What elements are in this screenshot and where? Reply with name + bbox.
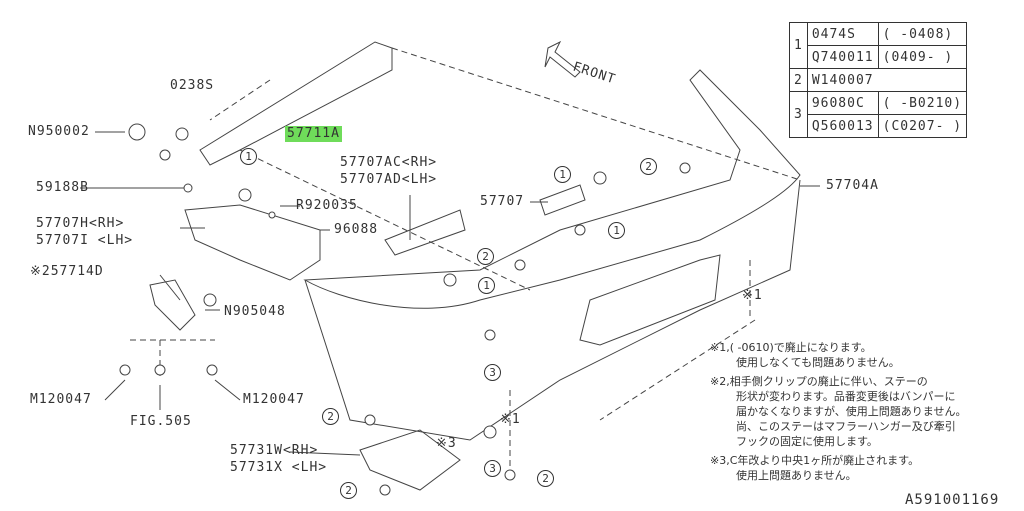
part-57707[interactable]: 57707 (480, 194, 525, 209)
part-r920035[interactable]: R920035 (296, 198, 358, 213)
part-m120047-right[interactable]: M120047 (243, 392, 305, 407)
callout-2[interactable]: 2 (477, 248, 494, 265)
legend-num: 1 (794, 38, 803, 53)
part-0238s[interactable]: 0238S (170, 78, 215, 93)
part-n905048[interactable]: N905048 (224, 304, 286, 319)
legend-part: 0474S (806, 22, 879, 46)
callout-3[interactable]: 3 (484, 460, 501, 477)
legend-range: (0409- ) (877, 45, 968, 69)
part-96088[interactable]: 96088 (334, 222, 379, 237)
legend-range: ( -0408) (877, 22, 968, 46)
callout-3[interactable]: 3 (484, 364, 501, 381)
note-2-line: 届かなくなりますが、使用上問題ありません。 (736, 405, 967, 418)
legend-range: (C0207- ) (877, 114, 968, 138)
part-57704a[interactable]: 57704A (826, 178, 879, 193)
part-57707ac[interactable]: 57707AC<RH> (340, 155, 438, 170)
part-57707h[interactable]: 57707H<RH> (36, 216, 125, 231)
callout-2[interactable]: 2 (537, 470, 554, 487)
callout-1[interactable]: 1 (554, 166, 571, 183)
legend-range: ( -B0210) (877, 91, 968, 115)
diagram-id: A591001169 (905, 492, 1000, 508)
front-arrow-icon (544, 40, 581, 78)
callout-1[interactable]: 1 (240, 148, 257, 165)
part-m120047-left[interactable]: M120047 (30, 392, 92, 407)
legend-part: Q740011 (806, 45, 879, 69)
note-2-line: 形状が変わります。品番変更後はバンパーに (736, 390, 956, 403)
note-2-line: 尚、このステーはマフラーハンガー及び牽引 (736, 420, 956, 433)
part-57731w[interactable]: 57731W<RH> (230, 443, 319, 458)
bumper-reinforcement (199, 41, 393, 166)
legend-part: 96080C (806, 91, 879, 115)
part-57707i[interactable]: 57707I <LH> (36, 233, 134, 248)
part-59188b[interactable]: 59188B (36, 180, 89, 195)
note-mark-3: ※3 (436, 436, 457, 451)
legend-num: 2 (789, 68, 808, 92)
part-57714d[interactable]: ※257714D (30, 264, 104, 279)
note-mark-1: ※1 (500, 412, 521, 427)
side-bracket-left (184, 204, 321, 281)
bumper-cover (303, 69, 801, 309)
legend-part: W140007 (806, 68, 968, 92)
callout-1[interactable]: 1 (608, 222, 625, 239)
notes: ※1,( -0610)で廃止になります。使用しなくても問題ありません。 ※2,相… (710, 340, 966, 487)
part-57707ad[interactable]: 57707AD<LH> (340, 172, 438, 187)
callout-2[interactable]: 2 (640, 158, 657, 175)
note-3-line: 使用上問題ありません。 (736, 469, 857, 482)
legend-part: Q560013 (806, 114, 879, 138)
part-57711a-highlighted[interactable]: 57711A (285, 126, 342, 142)
note-2-line: ※2,相手側クリップの廃止に伴い、ステーの (710, 375, 928, 388)
fig-505-link[interactable]: FIG.505 (130, 414, 192, 429)
note-2-line: フックの固定に使用します。 (736, 435, 878, 448)
part-n950002[interactable]: N950002 (28, 124, 90, 139)
callout-1[interactable]: 1 (478, 277, 495, 294)
part-57731x[interactable]: 57731X <LH> (230, 460, 328, 475)
note-3-line: ※3,C年改より中央1ヶ所が廃止されます。 (710, 454, 920, 467)
callout-2[interactable]: 2 (322, 408, 339, 425)
callout-2[interactable]: 2 (340, 482, 357, 499)
legend-num: 3 (789, 91, 808, 138)
note-1-line: ※1,( -0610)で廃止になります。 (710, 341, 872, 354)
note-1-line: 使用しなくても問題ありません。 (736, 356, 900, 369)
note-mark-1: ※1 (742, 288, 763, 303)
